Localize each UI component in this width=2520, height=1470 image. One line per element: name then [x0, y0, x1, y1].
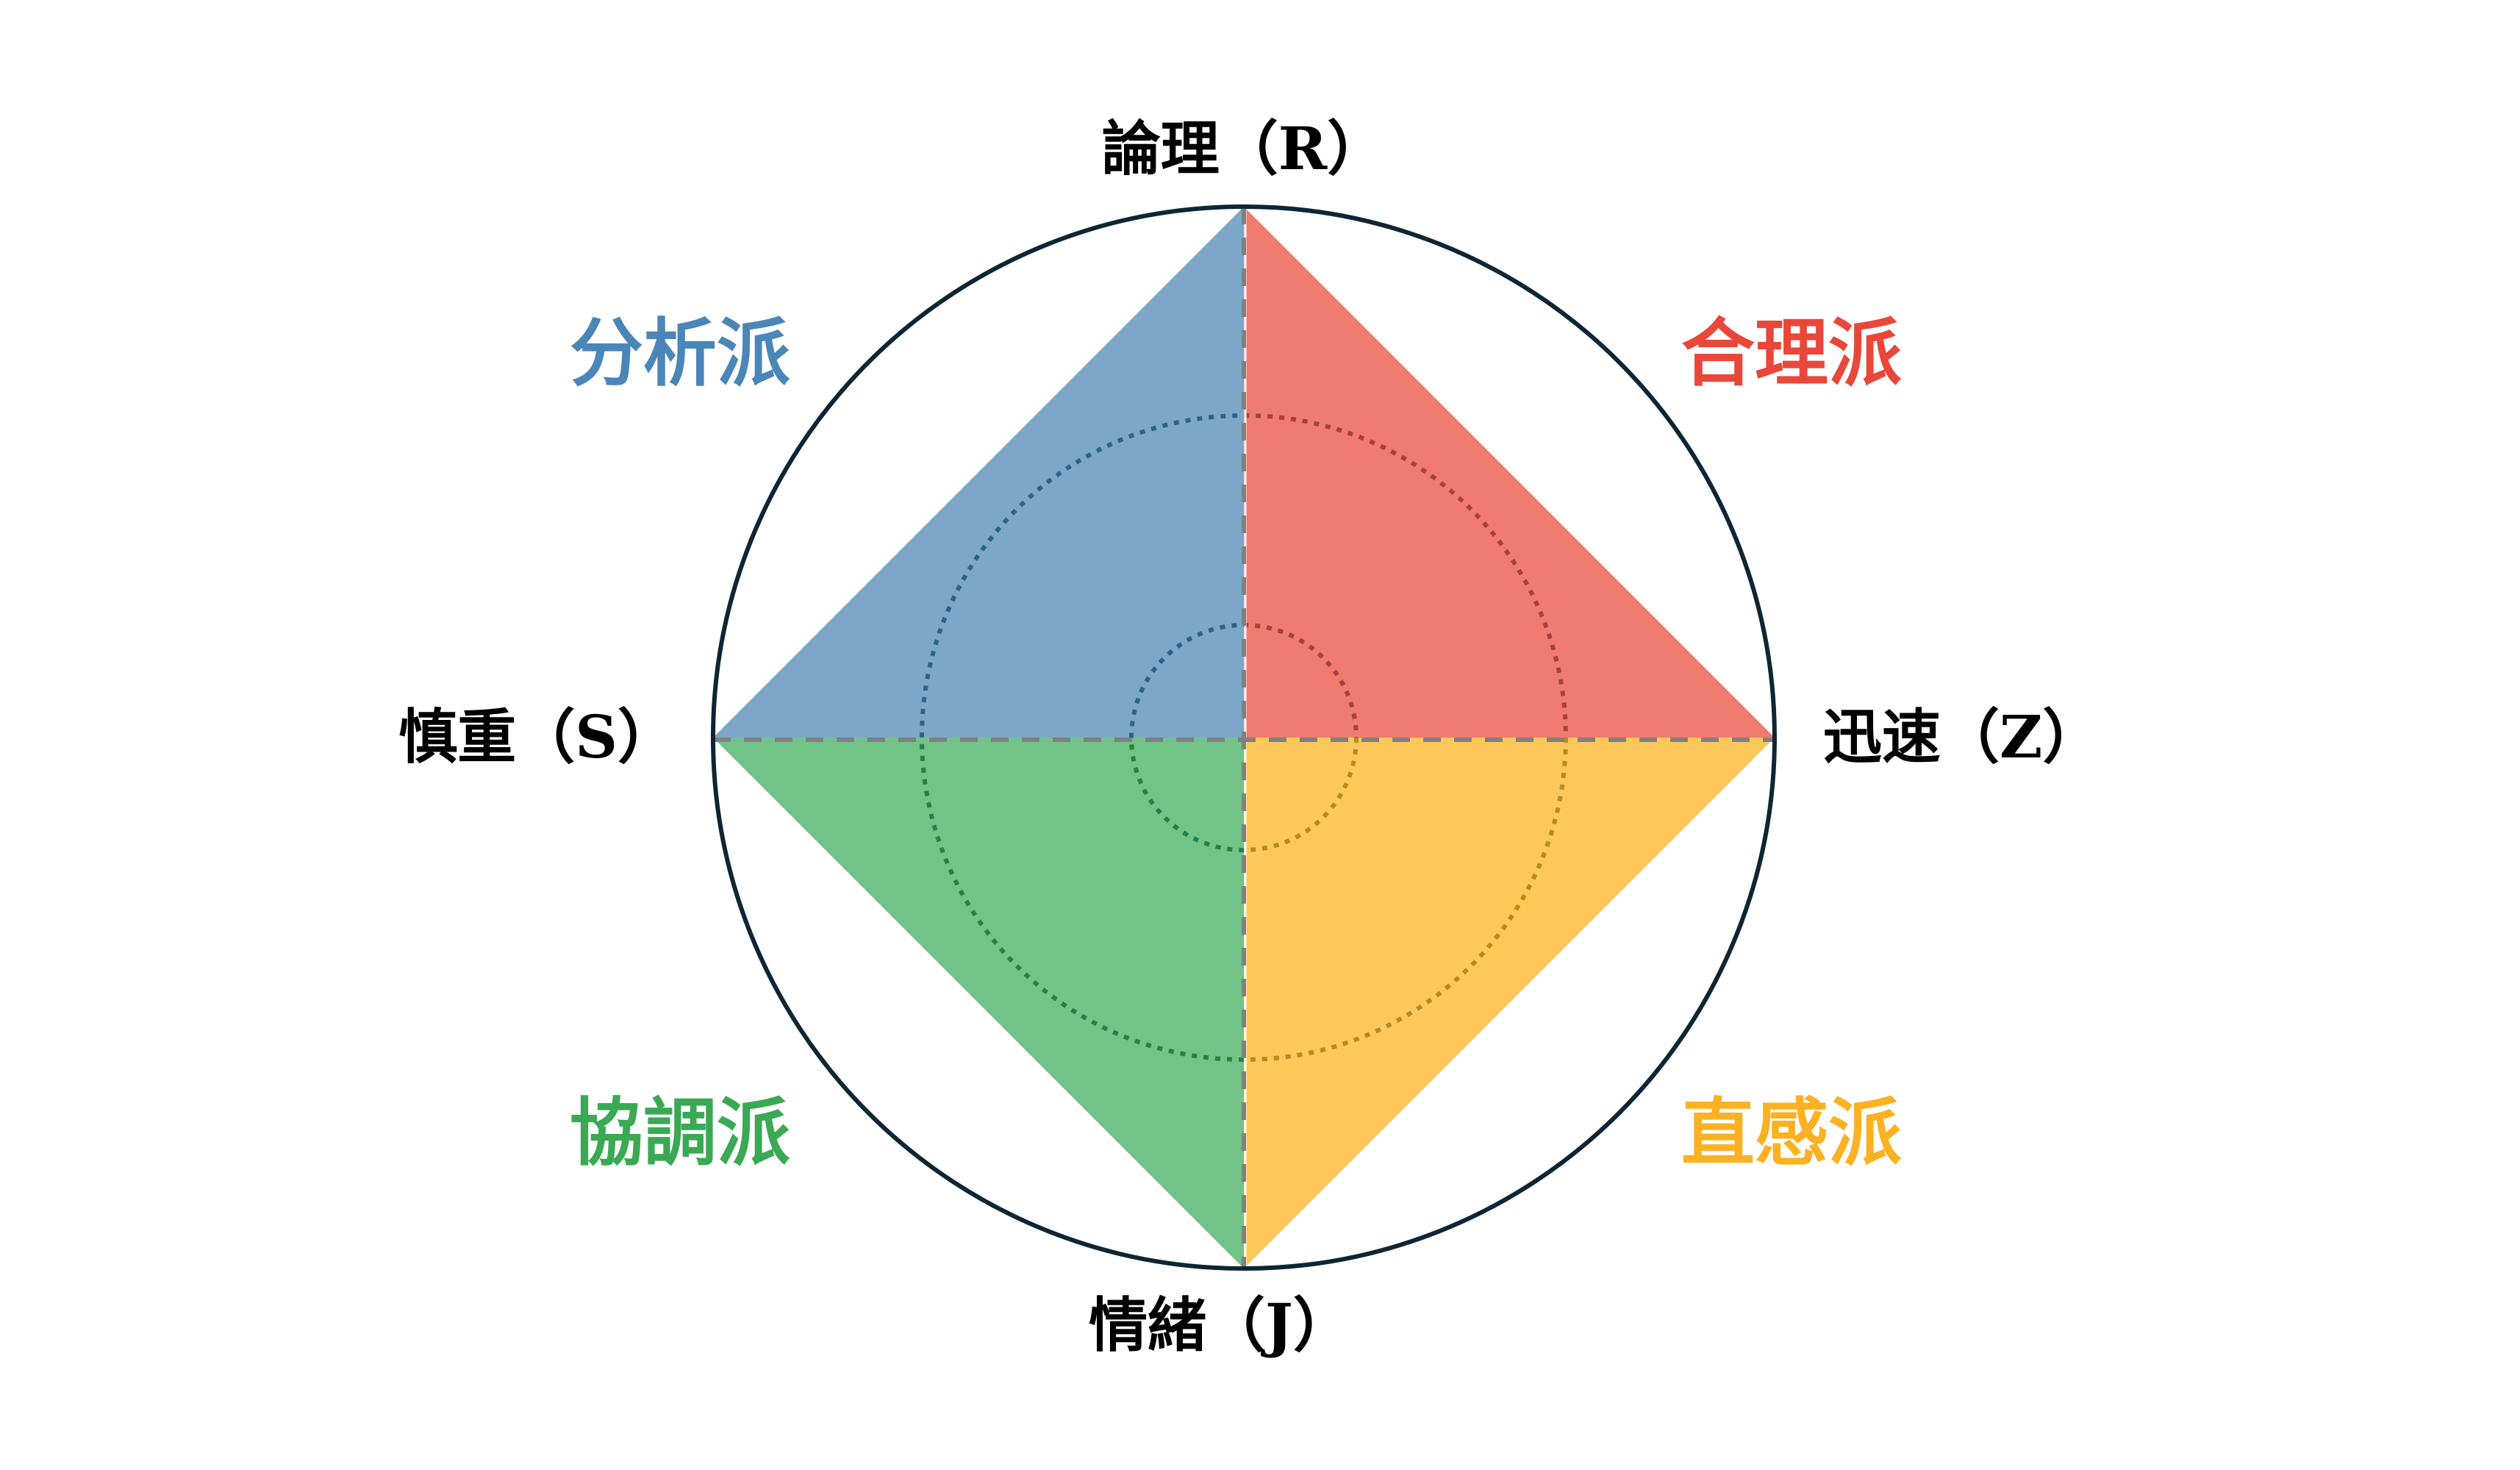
axis-label-right: 迅速（Z）: [1823, 702, 2101, 771]
quadrant-intuitive: [1244, 738, 1775, 1269]
quadrant-rational: [1244, 207, 1775, 738]
axis-label-bottom: 情緒（J）: [1089, 1291, 1352, 1360]
group-label-rational: 合理派: [1681, 310, 1902, 396]
group-label-cooperative: 協調派: [570, 1089, 790, 1176]
group-label-analytic: 分析派: [570, 310, 790, 396]
quadrant-cooperative: [713, 738, 1244, 1269]
axis-label-left: 慎重（S）: [398, 702, 676, 771]
group-label-intuitive: 直感派: [1681, 1089, 1902, 1176]
outer-circle: [711, 204, 1777, 1271]
quadrant-analytic: [713, 207, 1244, 738]
axis-label-top: 論理（R）: [1102, 114, 1386, 183]
